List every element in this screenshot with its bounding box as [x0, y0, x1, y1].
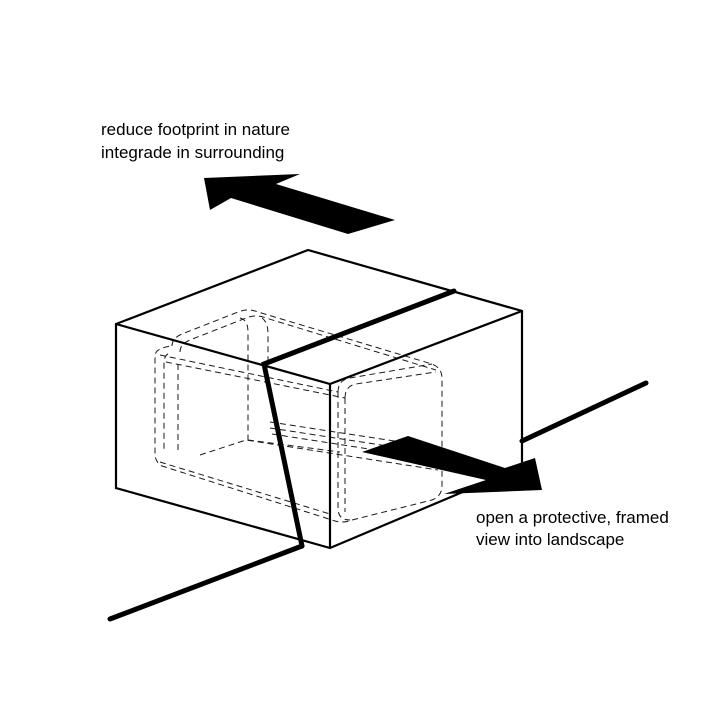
outer-box-frame: [114, 248, 524, 550]
axis-line-back: [519, 380, 649, 444]
top-annotation-line-1: reduce footprint in nature: [101, 120, 290, 139]
bottom-annotation-line-2: view into landscape: [476, 530, 624, 549]
cutting-line: [261, 288, 457, 549]
view-arrow: [362, 436, 542, 494]
bottom-annotation-line-1: open a protective, framed: [476, 508, 669, 527]
axis-line-front: [107, 543, 305, 622]
retreat-arrow: [204, 174, 395, 234]
inner-volume-hidden-lines: [154, 309, 443, 523]
top-annotation-line-2: integrade in surrounding: [101, 143, 284, 162]
